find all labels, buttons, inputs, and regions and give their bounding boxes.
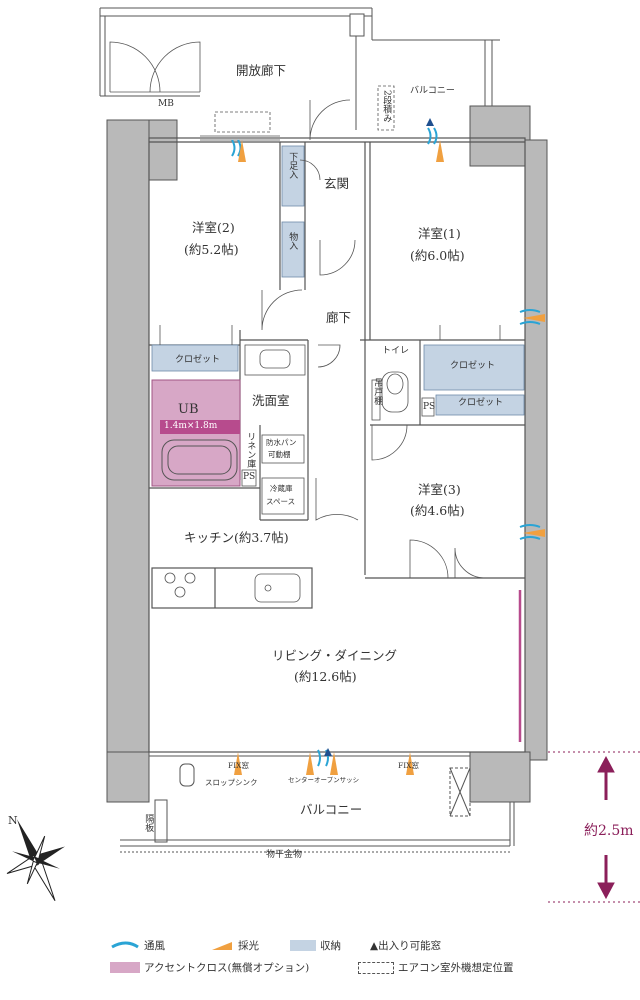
storage-areas <box>151 145 525 416</box>
open-corridor-outline <box>99 7 500 130</box>
label-western1-name: 洋室(1) <box>418 226 461 241</box>
label-western3-name: 洋室(3) <box>418 482 461 497</box>
label-closet-b: クロゼット <box>450 361 496 371</box>
toilet-fixture <box>371 371 409 421</box>
balcony-bottom-outline <box>120 751 515 853</box>
ventilation-marks <box>231 127 541 767</box>
kitchen-fixtures <box>164 572 301 603</box>
label-clothes-hanger: 物干金物 <box>266 850 303 860</box>
accent-swatch <box>110 962 140 973</box>
label-washroom: 洗面室 <box>252 393 290 408</box>
legend: 通風 採光 収納 ▲出入り可能窓 アクセントクロス(無償オプション) エアコン室… <box>110 938 630 983</box>
label-fix-left: FIX窓 <box>228 761 250 770</box>
label-ps-b: PS <box>243 472 256 482</box>
washroom-fixtures <box>241 344 435 515</box>
label-kitchen: キッチン(約3.7帖) <box>184 530 289 545</box>
label-hallway: 廊下 <box>326 310 352 325</box>
dimension-indicator <box>548 751 640 903</box>
legend-ventilation-label: 通風 <box>144 940 165 952</box>
accent-areas <box>151 379 522 742</box>
ac-unit-swatch <box>358 961 394 974</box>
mb-doors <box>109 41 201 93</box>
label-western2-size: (約5.2帖) <box>184 242 239 257</box>
label-fix-right: FIX窓 <box>398 761 420 770</box>
legend-ac-unit: エアコン室外機想定位置 <box>358 960 514 975</box>
label-balcony-top: バルコニー <box>410 86 455 96</box>
label-linen: リネン庫 <box>245 432 256 468</box>
legend-storage: 収納 <box>290 938 341 953</box>
top-windows <box>200 85 470 141</box>
legend-daylight-label: 採光 <box>238 940 259 952</box>
label-western1-size: (約6.0帖) <box>410 248 465 263</box>
column-top-right <box>349 13 365 37</box>
label-toilet: トイレ <box>382 346 410 356</box>
label-ub: UB <box>178 402 199 417</box>
walls <box>106 105 548 803</box>
label-open-corridor: 開放廊下 <box>236 63 287 78</box>
compass-rose <box>6 819 66 902</box>
wind-icon <box>111 941 139 948</box>
door-window-marks <box>324 118 434 756</box>
dimension-label: 約2.5m <box>584 823 634 839</box>
label-center-sash: センターオープンサッシ <box>288 776 360 784</box>
label-hanging-shelf: 吊戸棚 <box>372 378 383 405</box>
label-fridge-2: スペース <box>266 497 296 506</box>
label-western2-name: 洋室(2) <box>192 220 235 235</box>
label-closet-a: クロゼット <box>175 355 221 365</box>
legend-daylight: 採光 <box>210 938 259 953</box>
label-living-name: リビング・ダイニング <box>272 648 398 663</box>
legend-accent-label: アクセントクロス(無償オプション) <box>144 962 310 974</box>
compass-north-label: N <box>8 814 18 827</box>
label-ub-size: 1.4m×1.8m <box>164 421 218 431</box>
door-swings <box>159 99 501 579</box>
legend-ventilation: 通風 <box>110 938 165 953</box>
label-genkan: 玄関 <box>324 176 350 191</box>
light-icon <box>212 941 232 950</box>
label-ps-a: PS <box>423 402 436 412</box>
label-western3-size: (約4.6帖) <box>410 503 465 518</box>
label-waterpan-2: 可動棚 <box>268 450 291 459</box>
daylight-marks <box>234 140 545 775</box>
label-storage: 物入 <box>287 232 298 250</box>
legend-storage-label: 収納 <box>320 940 341 952</box>
legend-door-window: ▲出入り可能窓 <box>370 938 441 953</box>
label-slop-sink: スロップシンク <box>205 778 258 787</box>
label-partition: 隔板 <box>143 814 154 832</box>
label-fridge-1: 冷蔵庫 <box>270 484 293 493</box>
label-waterpan-1: 防水パン <box>266 438 297 447</box>
storage-swatch <box>290 940 316 951</box>
legend-accent: アクセントクロス(無償オプション) <box>110 960 309 975</box>
label-living-size: (約12.6帖) <box>294 669 357 684</box>
label-balcony-bottom: バルコニー <box>300 802 363 817</box>
label-closet-c: クロゼット <box>458 398 504 408</box>
label-two-step: 2段積み <box>381 90 392 123</box>
label-mb: MB <box>158 99 174 109</box>
legend-door-window-label: ▲出入り可能窓 <box>370 940 442 952</box>
label-shoe-storage: 下足入 <box>287 152 298 179</box>
legend-ac-unit-label: エアコン室外機想定位置 <box>398 962 514 974</box>
